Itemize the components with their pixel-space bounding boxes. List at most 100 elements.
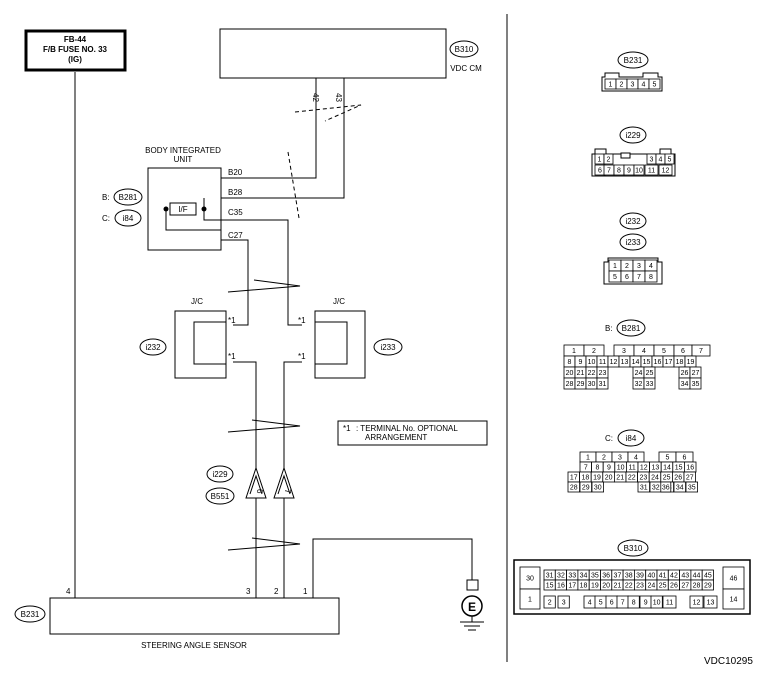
conn-b231-badge-text: B231 <box>624 56 643 65</box>
connector-cavity <box>557 595 570 609</box>
connector-pin-number: 20 <box>605 475 613 482</box>
connector-pin-number: 30 <box>526 576 534 583</box>
connector-pin-number: 9 <box>644 600 648 607</box>
connector-pin-number: 28 <box>570 485 578 492</box>
steering-angle-sensor: 4 3 2 1 STEERING ANGLE SENSOR <box>49 587 340 650</box>
connector-pin-number: 3 <box>637 263 641 270</box>
connector-pin-number: 3 <box>631 82 635 89</box>
connector-pin-number: 29 <box>582 485 590 492</box>
conn-b281-prefix: B: <box>605 324 613 333</box>
connector-pin-number: 33 <box>568 573 576 580</box>
sensor-pin-4: 4 <box>66 587 71 596</box>
connector-pin-number: 34 <box>681 381 689 388</box>
connector-pin-number: 5 <box>653 82 657 89</box>
connector-pin-number: 21 <box>577 370 585 377</box>
body-integrated-unit: BODY INTEGRATED UNIT B20 B28 C35 C27 I/F <box>145 146 243 251</box>
connector-pin-number: 2 <box>592 348 596 355</box>
twist-mark-3 <box>227 537 301 551</box>
wire-c27-jc <box>221 239 249 326</box>
connector-pin-number: 31 <box>640 485 648 492</box>
wire-jc-right-down <box>283 361 302 468</box>
fuse-label-line2: F/B FUSE NO. 33 <box>43 45 108 54</box>
connector-cavity <box>644 270 658 283</box>
conn-b310-badge-text: B310 <box>624 544 643 553</box>
connector-pin-number: 32 <box>635 381 643 388</box>
connector-pin-number: 3 <box>622 348 626 355</box>
connector-pin-number: 24 <box>647 583 655 590</box>
connector-pin-number: 9 <box>579 359 583 366</box>
connector-pin-number: 4 <box>642 348 646 355</box>
wire-c35-jc <box>221 219 302 326</box>
connector-pin-number: 1 <box>586 455 590 462</box>
fuse-label-line1: FB-44 <box>64 35 87 44</box>
joint-pin-7: 7 <box>283 489 292 494</box>
connector-pin-number: 22 <box>588 370 596 377</box>
connector-pin-number: 17 <box>665 359 673 366</box>
jc-left-badge <box>139 338 167 356</box>
connector-pin-number: 6 <box>625 274 629 281</box>
joint-badge-1 <box>206 465 234 483</box>
connector-pin-number: 7 <box>584 465 588 472</box>
connector-pin-number: 40 <box>647 573 655 580</box>
connector-cavity <box>673 481 687 493</box>
connector-cavity <box>650 595 663 609</box>
connector-pin-number: 1 <box>613 263 617 270</box>
connector-pin-number: 10 <box>635 168 643 175</box>
biu-title-line2: UNIT <box>174 155 193 164</box>
jc-left: J/C *1 *1 i232 <box>139 297 236 379</box>
connector-cavity <box>662 595 677 609</box>
sensor-badge-text: B231 <box>21 610 40 619</box>
shield-mark-top <box>294 104 362 122</box>
connector-cavity <box>543 595 556 609</box>
connector-pin-number: 16 <box>557 583 565 590</box>
connector-pin-number: 30 <box>588 381 596 388</box>
connector-pin-number: 37 <box>614 573 622 580</box>
fuse-box: FB-44 F/B FUSE NO. 33 (IG) <box>24 29 127 72</box>
vdc-label: VDC CM <box>450 64 482 73</box>
biu-c-badge <box>114 209 142 227</box>
jc-left-star-top: *1 <box>228 316 236 325</box>
connector-cavity <box>627 595 640 609</box>
connector-pin-number: 10 <box>588 359 596 366</box>
sensor-label: STEERING ANGLE SENSOR <box>141 641 247 650</box>
conn-b310-badge <box>617 539 649 557</box>
connector-pin-number: 7 <box>621 600 625 607</box>
connector-pin-number: 35 <box>692 381 700 388</box>
connector-pin-number: 4 <box>659 157 663 164</box>
connector-pin-number: 45 <box>704 573 712 580</box>
connector-pin-number: 8 <box>617 168 621 175</box>
document-code: VDC10295 <box>704 656 753 667</box>
joint-connector: i229 B551 6 7 <box>205 465 295 505</box>
connector-pin-number: 5 <box>599 600 603 607</box>
connector-pin-number: 23 <box>640 475 648 482</box>
connector-pin-number: 1 <box>528 597 532 604</box>
biu-b-badge <box>113 188 143 206</box>
connector-pin-number: 28 <box>566 381 574 388</box>
connector-pin-number: 16 <box>654 359 662 366</box>
fuse-label-line3: (IG) <box>68 55 82 64</box>
connector-cavity <box>633 164 645 176</box>
connector-pin-number: 5 <box>666 455 670 462</box>
connector-pin-number: 27 <box>681 583 689 590</box>
conn-i232-badge-text: i232 <box>625 217 641 226</box>
connector-pin-number: 19 <box>687 359 695 366</box>
connector-pin-number: 19 <box>593 475 601 482</box>
connector-pin-number: 15 <box>546 583 554 590</box>
conn-i229-badge <box>619 126 647 144</box>
connector-pin-number: 18 <box>580 583 588 590</box>
connector-pin-number: 14 <box>663 465 671 472</box>
connector-pin-number: 3 <box>618 455 622 462</box>
connector-cavity <box>660 481 672 493</box>
biu-c-badge-text: i84 <box>123 214 134 223</box>
biu-pin-c27: C27 <box>228 231 243 240</box>
connector-pin-number: 11 <box>629 465 636 472</box>
connector-pin-number: 9 <box>627 168 631 175</box>
conn-b281-badge-text: B281 <box>622 324 641 333</box>
connector-cavity <box>643 377 656 390</box>
sensor-pin-2: 2 <box>274 587 279 596</box>
twist-mark-1 <box>227 279 301 293</box>
jc-right-star-top: *1 <box>298 316 306 325</box>
